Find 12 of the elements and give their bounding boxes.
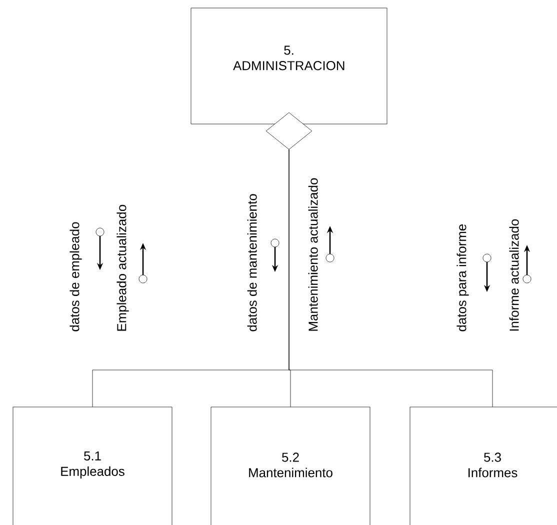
couple-label: datos de empleado	[70, 222, 82, 332]
module-box: 5.1 Empleados	[12, 406, 172, 525]
module-box: 5. ADMINISTRACION	[190, 8, 388, 124]
couple-label: datos para informe	[456, 224, 469, 332]
iteration-diamond	[266, 112, 312, 150]
couple-label: datos de mantenimiento	[247, 194, 257, 332]
couple-label: Informe actualizado	[509, 219, 519, 331]
connector-line	[288, 150, 493, 408]
module-box: 5.2 Mantenimiento	[210, 406, 370, 525]
module-box: 5.3 Informes	[410, 406, 557, 525]
couple-label: Empleado actualizado	[116, 204, 129, 331]
couple-label: Mantenimiento actualizado	[308, 178, 318, 331]
